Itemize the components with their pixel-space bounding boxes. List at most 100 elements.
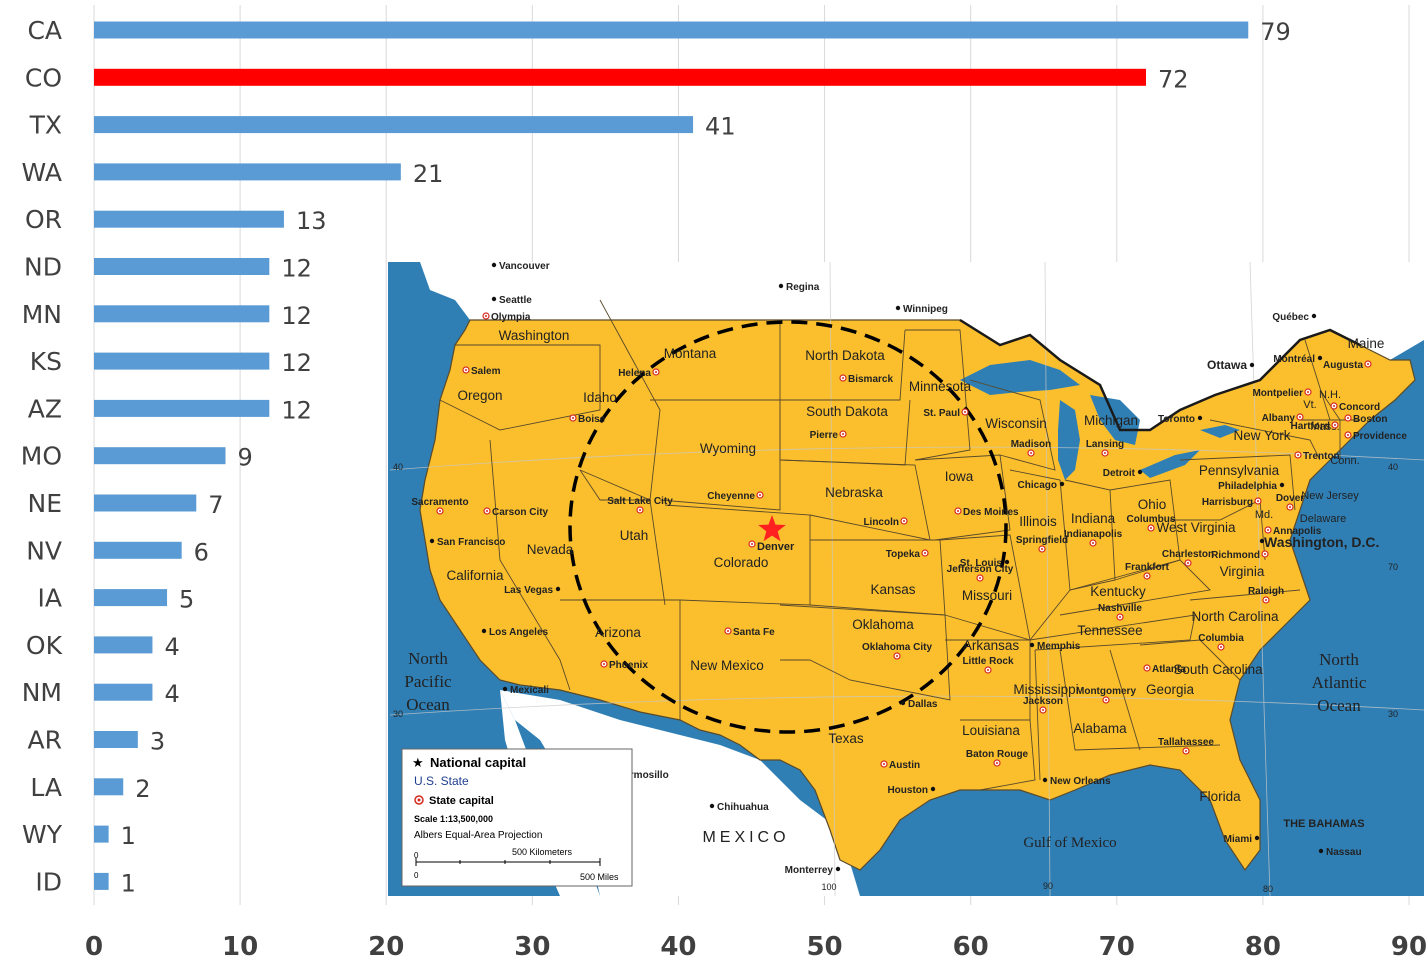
bars <box>94 21 1249 890</box>
lake-erie <box>1140 450 1200 478</box>
category-label: WA <box>22 158 62 187</box>
city-dot <box>1059 481 1065 487</box>
bar-wy <box>94 825 109 843</box>
legend-zero-km: 0 <box>414 851 419 860</box>
data-label: 12 <box>281 302 312 330</box>
city-dot <box>1249 362 1255 368</box>
city-label: Topeka <box>886 549 921 560</box>
city-label: Oklahoma City <box>862 642 932 653</box>
city-label: Vancouver <box>499 261 550 272</box>
city-label: Nassau <box>1326 847 1362 858</box>
state-label: Wisconsin <box>985 416 1047 431</box>
state-label: Tennessee <box>1077 623 1142 638</box>
state-label: Virginia <box>1220 564 1265 579</box>
city-label: Los Angeles <box>489 627 549 638</box>
city-label: Richmond <box>1211 550 1260 561</box>
ocean-label-gulf: Gulf of Mexico <box>1023 835 1116 851</box>
city-label: New Orleans <box>1050 776 1111 787</box>
bar-ia <box>94 589 168 607</box>
bar-co <box>94 68 1146 86</box>
city-label: Washington, D.C. <box>1264 534 1379 550</box>
lake-superior <box>960 360 1080 395</box>
ocean-label: Ocean <box>406 695 450 714</box>
state-label: South Dakota <box>806 404 888 419</box>
legend-projection: Albers Equal-Area Projection <box>414 830 542 841</box>
state-label: New York <box>1233 428 1290 443</box>
legend-miles: 500 Miles <box>580 872 619 882</box>
bar-mo <box>94 447 226 465</box>
state-label: Iowa <box>945 469 974 484</box>
city-label: St. Louis <box>960 558 1003 569</box>
state-label: Arizona <box>595 625 641 640</box>
state-label: Nebraska <box>825 485 883 500</box>
city-dot <box>1029 642 1035 648</box>
state-label: Missouri <box>962 588 1012 603</box>
data-label: 7 <box>208 491 223 519</box>
city-dot <box>778 283 784 289</box>
data-label: 21 <box>413 160 444 188</box>
lake-michigan <box>1058 400 1080 480</box>
bar-id <box>94 872 109 890</box>
state-label: Mississippi <box>1013 682 1078 697</box>
category-label: OK <box>26 631 63 660</box>
city-label: Hermosillo <box>617 770 669 781</box>
category-label: CA <box>27 16 62 45</box>
city-label: Denver <box>757 541 795 553</box>
city-label: Houston <box>887 785 928 796</box>
x-tick-label: 60 <box>953 932 989 962</box>
state-label: North Dakota <box>805 348 885 363</box>
city-dot <box>502 686 508 692</box>
city-label: Pierre <box>810 430 839 441</box>
state-label: Idaho <box>583 390 617 405</box>
city-dot <box>555 586 561 592</box>
state-label: Indiana <box>1071 511 1116 526</box>
city-label: Jackson <box>1023 696 1063 707</box>
bar-ks <box>94 352 270 370</box>
x-tick-label: 10 <box>222 932 258 962</box>
bar-or <box>94 210 284 228</box>
data-label: 13 <box>296 207 327 235</box>
ocean-label: Ocean <box>1317 696 1361 715</box>
city-label: Raleigh <box>1248 586 1284 597</box>
state-label: Oklahoma <box>852 617 914 632</box>
city-label: Regina <box>786 282 820 293</box>
data-label: 12 <box>281 396 312 424</box>
city-dot <box>709 803 715 809</box>
city-dot <box>1042 777 1048 783</box>
city-label: Santa Fe <box>733 627 775 638</box>
data-label: 12 <box>281 255 312 283</box>
state-label: Illinois <box>1019 514 1057 529</box>
state-label: West Virginia <box>1156 520 1236 535</box>
bar-ne <box>94 494 197 512</box>
state-label: Michigan <box>1084 413 1138 428</box>
city-dot <box>429 538 435 544</box>
data-label: 4 <box>164 680 179 708</box>
city-label: Carson City <box>492 507 549 518</box>
state-label: Md. <box>1255 509 1273 521</box>
city-label: Columbus <box>1127 514 1176 525</box>
state-label: N.H. <box>1319 389 1341 401</box>
state-label: North Carolina <box>1191 609 1279 624</box>
city-label: Chihuahua <box>717 802 769 813</box>
lake-ontario <box>1200 425 1240 438</box>
graticule-label: 30 <box>1388 709 1398 719</box>
city-dot <box>1279 482 1285 488</box>
city-label: Jefferson City <box>947 564 1014 575</box>
bar-nd <box>94 258 270 275</box>
bar-ar <box>94 731 138 748</box>
bar-wa <box>94 163 401 181</box>
state-label: Montana <box>664 346 717 361</box>
state-label: Georgia <box>1146 682 1195 697</box>
city-label: Detroit <box>1103 468 1136 479</box>
city-label: Québec <box>1272 312 1309 323</box>
city-label: Chicago <box>1018 480 1057 491</box>
category-label: ND <box>24 253 62 282</box>
state-label: Texas <box>828 731 864 746</box>
city-label: Salem <box>471 366 501 377</box>
bar-nv <box>94 541 182 559</box>
city-label: Salt Lake City <box>607 496 673 507</box>
state-label: Kentucky <box>1090 584 1146 599</box>
state-label: Ohio <box>1138 497 1167 512</box>
data-label: 12 <box>281 349 312 377</box>
city-dot <box>1254 835 1260 841</box>
